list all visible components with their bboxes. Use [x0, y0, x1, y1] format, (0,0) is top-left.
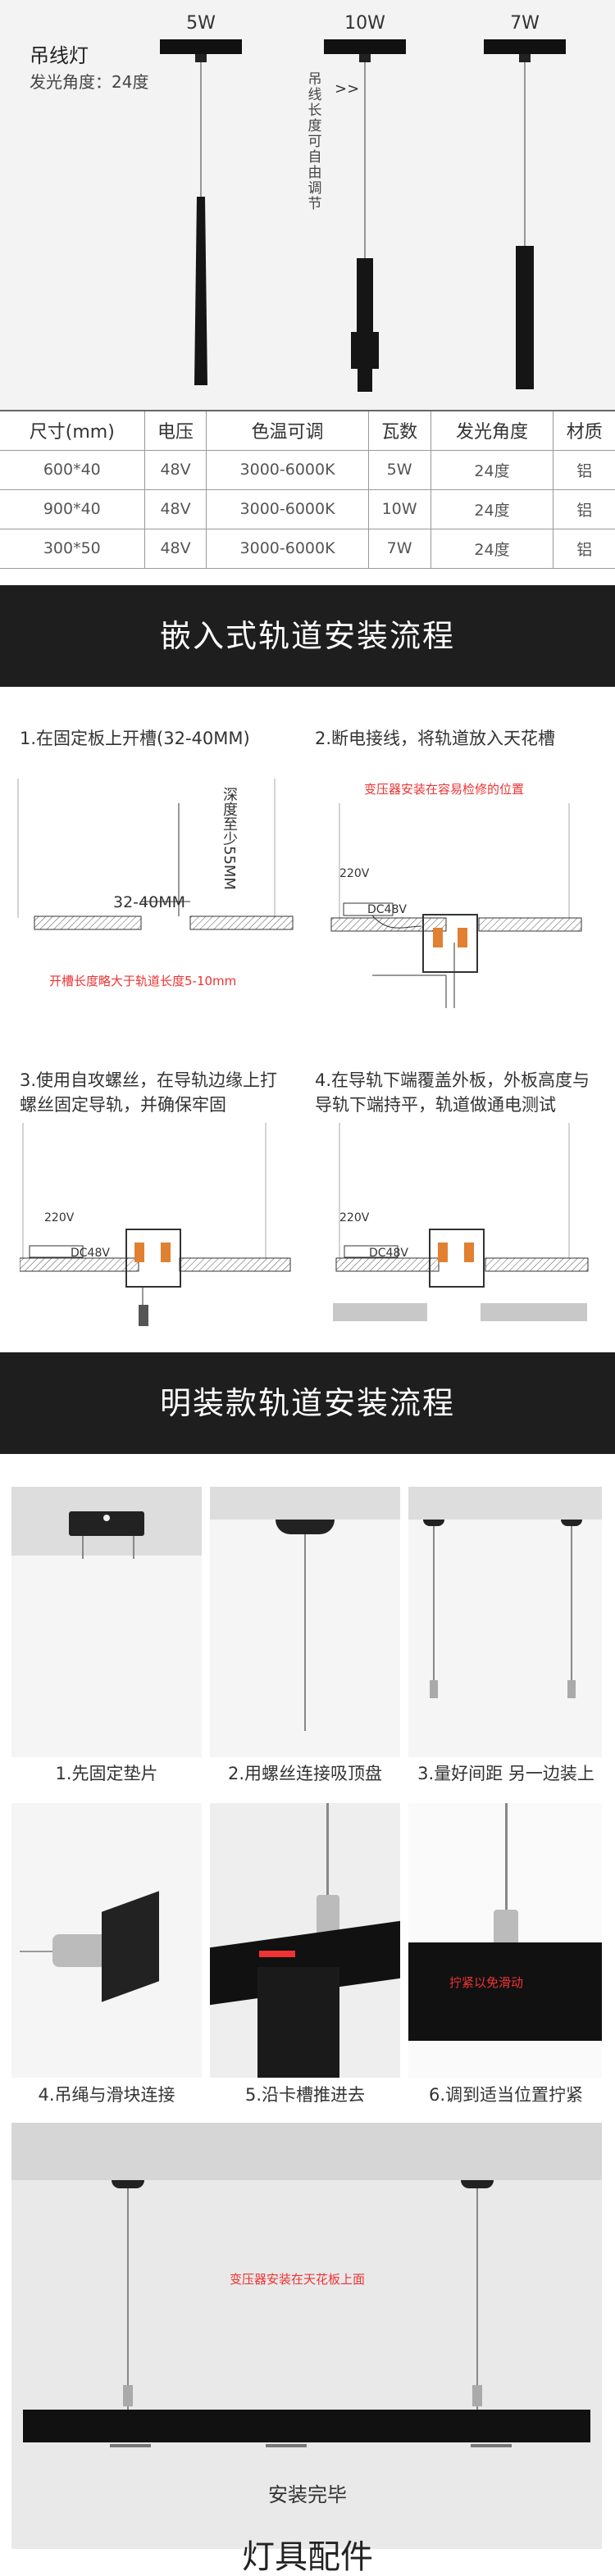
dc48-label-4: DC48V: [369, 1247, 408, 1260]
table-cell: 3000-6000K: [206, 529, 369, 569]
svg-text:>>: >>: [335, 80, 359, 98]
adjust-text: 吊线长度可自由调节: [308, 71, 322, 212]
product-angle: 发光角度：24度: [30, 72, 149, 92]
diagram-cover: [333, 1123, 589, 1321]
table-cell: 24度: [430, 450, 554, 490]
transformer-note: 变压器安装在容易检修的位置: [364, 782, 525, 797]
next-section-title: 灯具配件: [242, 2538, 373, 2576]
table-cell: 铝: [553, 450, 615, 490]
surface-step-3: 3.量好间距 另一边装上: [417, 1764, 594, 1783]
voltage-220-label-4: 220V: [339, 1211, 370, 1224]
dc48-label-3: DC48V: [71, 1247, 110, 1260]
watt-label-1: 5W: [186, 13, 216, 34]
step-photo-2: [210, 1487, 400, 1757]
diagram-screw: [20, 1123, 291, 1326]
tighten-note: 拧紧以免滑动: [449, 1975, 524, 1990]
table-cell: 48V: [144, 489, 207, 529]
step-photo-6: [408, 1803, 602, 2078]
table-cell: 24度: [430, 489, 554, 529]
surface-step-4: 4.吊绳与滑块连接: [38, 2085, 175, 2105]
table-cell: 300*50: [0, 529, 145, 569]
table-row: 300*50 48V 3000-6000K 7W 24度 铝: [0, 529, 615, 569]
embedded-step-2: 2.断电接线，将轨道放入天花槽: [315, 729, 556, 748]
table-cell: 3000-6000K: [206, 450, 369, 490]
diagram-wiring: [330, 803, 582, 1008]
table-cell: 600*40: [0, 450, 145, 490]
product-hero: 吊线灯 发光角度：24度 5W 10W 7W 吊线长度可自由调节 >>: [0, 0, 615, 410]
table-cell: 48V: [144, 529, 207, 569]
voltage-220-label: 220V: [339, 867, 370, 880]
table-cell: 24度: [430, 529, 554, 569]
watt-label-2: 10W: [344, 13, 385, 34]
table-row: 600*40 48V 3000-6000K 5W 24度 铝: [0, 450, 615, 490]
step-photo-3: [408, 1487, 602, 1757]
spec-table: 尺寸(mm) 电压 色温可调 瓦数 发光角度 材质 600*40 48V 300…: [0, 410, 615, 569]
width-label: 32-40MM: [113, 893, 185, 911]
watt-label-3: 7W: [510, 13, 540, 34]
surface-step-5: 5.沿卡槽推进去: [244, 2085, 366, 2105]
table-cell: 900*40: [0, 489, 145, 529]
pendant-lights-illustration: >>: [160, 39, 566, 392]
table-cell: 3000-6000K: [206, 489, 369, 529]
embedded-step-1: 1.在固定板上开槽(32-40MM): [20, 729, 250, 748]
table-header: 材质: [553, 410, 615, 451]
table-cell: 5W: [368, 450, 431, 490]
dc48-label: DC48V: [367, 903, 407, 916]
depth-label: 深度至少55MM: [221, 787, 238, 890]
slot-note: 开槽长度略大于轨道长度5-10mm: [49, 974, 237, 988]
table-cell: 铝: [553, 529, 615, 569]
table-cell: 铝: [553, 489, 615, 529]
table-header: 瓦数: [368, 410, 431, 451]
final-caption: 安装完毕: [268, 2483, 347, 2506]
voltage-220-label-3: 220V: [44, 1211, 75, 1224]
table-row: 900*40 48V 3000-6000K 10W 24度 铝: [0, 489, 615, 529]
embedded-step-3: 3.使用自攻螺丝，在导轨边缘上打螺丝固定导轨，并确保牢固: [20, 1070, 278, 1115]
embedded-step-4: 4.在导轨下端覆盖外板，外板高度与导轨下端持平，轨道做通电测试: [315, 1070, 590, 1115]
diagram-slot: [17, 779, 294, 930]
table-cell: 10W: [368, 489, 431, 529]
surface-step-1: 1.先固定垫片: [55, 1764, 158, 1783]
product-title: 吊线灯: [30, 44, 89, 67]
surface-step-6: 6.调到适当位置拧紧: [428, 2085, 584, 2105]
table-header: 色温可调: [206, 410, 369, 451]
section-title-embedded: 嵌入式轨道安装流程: [0, 585, 615, 687]
table-header: 尺寸(mm): [0, 410, 145, 451]
final-photo: [11, 2123, 602, 2549]
surface-step-2: 2.用螺丝连接吸顶盘: [227, 1764, 383, 1783]
step-photo-1: [11, 1487, 202, 1757]
final-note: 变压器安装在天花板上面: [230, 2272, 366, 2287]
step-photo-4: [11, 1803, 202, 2078]
table-cell: 7W: [368, 529, 431, 569]
table-header: 发光角度: [430, 410, 554, 451]
step-photo-5: [210, 1803, 400, 2078]
table-cell: 48V: [144, 450, 207, 490]
table-header: 电压: [144, 410, 207, 451]
section-title-surface: 明装款轨道安装流程: [0, 1352, 615, 1454]
